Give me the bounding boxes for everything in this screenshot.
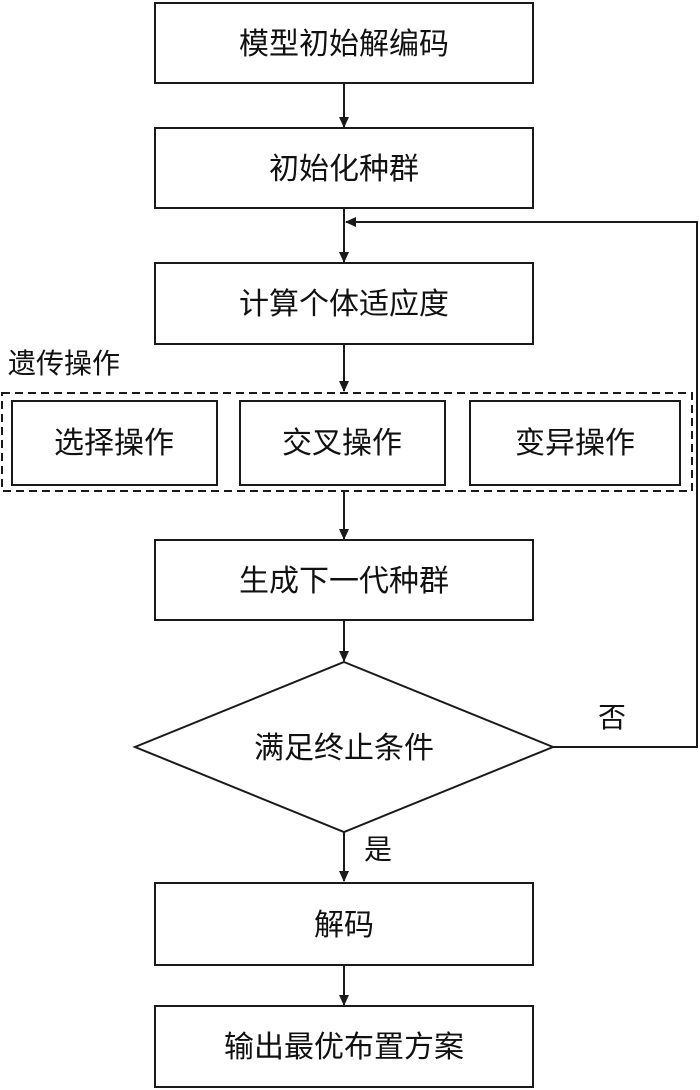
step-init-population-label: 初始化种群	[269, 152, 419, 187]
step-compute-fitness: 计算个体适应度	[154, 262, 534, 345]
step-output: 输出最优布置方案	[154, 1005, 534, 1088]
loop-back-arrow	[345, 217, 698, 748]
step-decode-init: 模型初始解编码	[154, 2, 534, 84]
op-selection: 选择操作	[11, 400, 218, 486]
op-crossover: 交叉操作	[239, 400, 446, 486]
op-crossover-label: 交叉操作	[282, 426, 402, 461]
step-init-population: 初始化种群	[154, 127, 534, 209]
step-compute-fitness-label: 计算个体适应度	[239, 287, 449, 322]
step-output-label: 输出最优布置方案	[224, 1030, 464, 1065]
genetic-group-container	[1, 392, 693, 492]
decision-terminate-label: 满足终止条件	[254, 731, 434, 766]
step-decode-label: 解码	[314, 908, 374, 943]
decision-terminate: 满足终止条件	[132, 660, 556, 834]
decision-no-label: 否	[598, 701, 626, 734]
op-mutation: 变异操作	[469, 400, 681, 486]
step-decode: 解码	[154, 882, 534, 966]
op-mutation-label: 变异操作	[515, 426, 635, 461]
step-next-generation: 生成下一代种群	[154, 539, 534, 621]
genetic-group-title: 遗传操作	[8, 347, 120, 380]
step-decode-init-label: 模型初始解编码	[239, 27, 449, 62]
step-next-generation-label: 生成下一代种群	[239, 564, 449, 599]
op-selection-label: 选择操作	[54, 426, 174, 461]
decision-yes-label: 是	[364, 833, 392, 866]
